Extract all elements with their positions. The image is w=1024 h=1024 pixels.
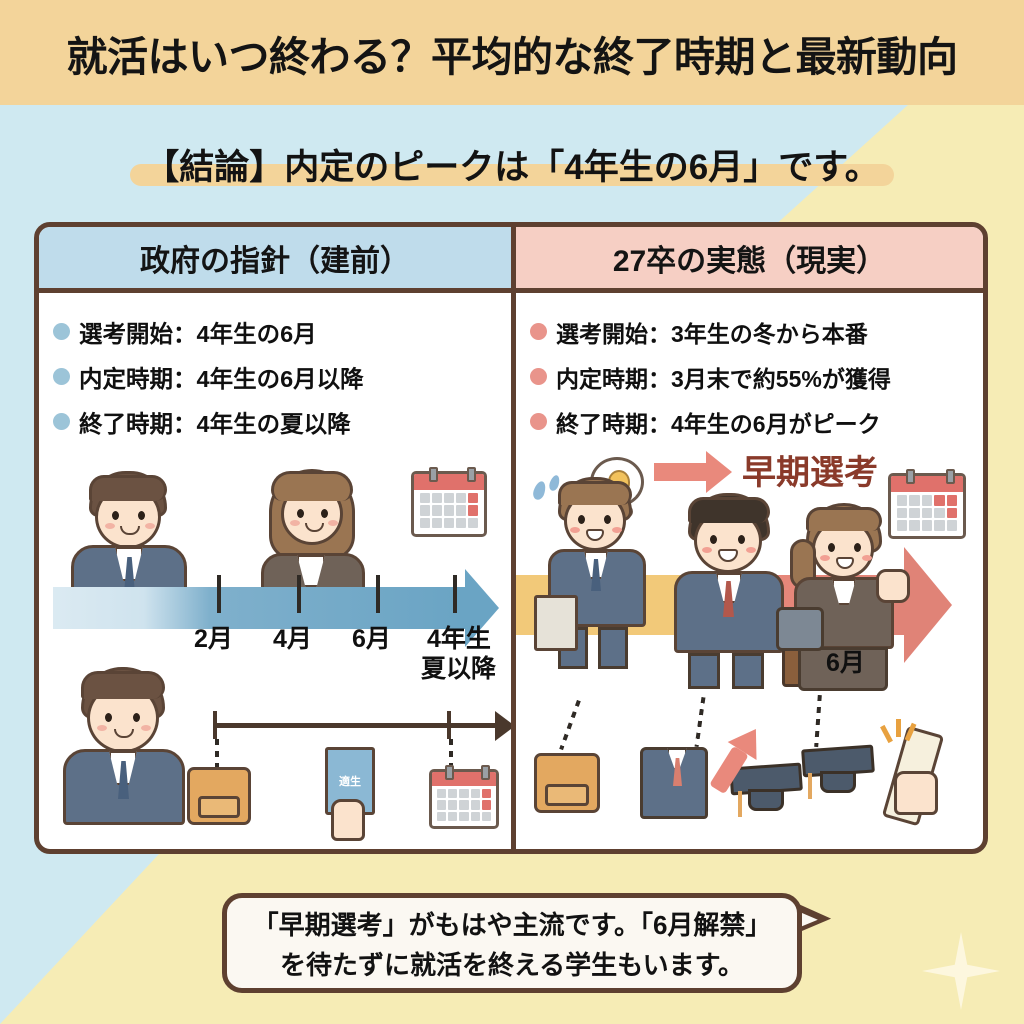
bullet-label: 内定時期：4年生の6月以降: [79, 365, 364, 392]
callout-arrow: [654, 463, 706, 481]
bullet-dot-icon: [530, 413, 547, 430]
panel-right-illustration: 早期選考: [516, 447, 983, 849]
subtitle: 【結論】内定のピークは「4年生の6月」です。: [0, 128, 1024, 200]
timeline-label-jun: 6月: [352, 625, 391, 653]
timeline-label-apr: 4月: [273, 625, 312, 653]
bullet-dot-icon: [53, 368, 70, 385]
list-item: 終了時期：4年生の夏以降: [53, 399, 511, 444]
panel-left-illustration: 2月 4月 6月 4年生 夏以降: [39, 447, 515, 849]
panel-left-bullets: 選考開始：4年生の6月 内定時期：4年生の6月以降 終了時期：4年生の夏以降: [39, 293, 511, 444]
panel-government-guideline: 政府の指針（建前） 選考開始：4年生の6月 内定時期：4年生の6月以降 終了時期…: [39, 227, 515, 849]
panel-right-header: 27卒の実態（現実）: [516, 227, 983, 293]
bullet-label: 選考開始：3年生の冬から本番: [556, 320, 868, 347]
bottom-timeline-line: [213, 723, 503, 728]
timeline-label-year4: 4年生: [427, 625, 491, 653]
person-student-left: [61, 665, 211, 825]
comparison-card: 政府の指針（建前） 選考開始：4年生の6月 内定時期：4年生の6月以降 終了時期…: [34, 222, 988, 854]
timeline-label-feb: 2月: [194, 625, 233, 653]
hand-icon: [894, 771, 938, 815]
booklet-label: 適生: [339, 776, 361, 788]
panel-left-header: 政府の指針（建前）: [39, 227, 511, 293]
subtitle-text: 【結論】内定のピークは「4年生の6月」です。: [144, 147, 880, 187]
bullet-dot-icon: [53, 413, 70, 430]
panel-right-title: 27卒の実態（現実）: [612, 244, 887, 278]
calendar-icon: [411, 471, 487, 537]
bullet-dot-icon: [530, 368, 547, 385]
panel-left-title: 政府の指針（建前）: [140, 244, 410, 278]
panel-right-bullets: 選考開始：3年生の冬から本番 内定時期：3月末で約55%が獲得 終了時期：4年生…: [516, 293, 983, 444]
bullet-label: 終了時期：4年生の夏以降: [79, 410, 351, 437]
list-item: 選考開始：3年生の冬から本番: [530, 309, 983, 354]
bullet-dot-icon: [530, 323, 547, 340]
school-backpack-icon: [187, 767, 251, 825]
timeline-arrow-left: [53, 587, 465, 629]
notebook-icon: [534, 595, 578, 651]
list-item: 選考開始：4年生の6月: [53, 309, 511, 354]
timeline-label-summer: 夏以降: [421, 655, 497, 683]
timeline-label-jun-right: 6月: [826, 649, 865, 677]
bullet-label: 終了時期：4年生の6月がピーク: [556, 410, 881, 437]
timeline-arrow-head: [904, 547, 952, 663]
school-backpack-icon: [534, 753, 600, 813]
panel-27sotsu-reality: 27卒の実態（現実） 選考開始：3年生の冬から本番 内定時期：3月末で約55%が…: [511, 227, 983, 849]
person-student-2: [670, 493, 800, 689]
list-item: 内定時期：4年生の6月以降: [53, 354, 511, 399]
list-item: 内定時期：3月末で約55%が獲得: [530, 354, 983, 399]
calendar-icon: [888, 473, 966, 539]
footer-speech-bubble: 「早期選考」がもはや主流です。「6月解禁」 を待たずに就活を終える学生もいます。: [222, 893, 802, 993]
suit-icon: [640, 747, 708, 819]
timeline-arrow-head: [465, 569, 499, 647]
bullet-label: 選考開始：4年生の6月: [79, 320, 317, 347]
person-student-3: [776, 503, 914, 693]
footer-line-2: を待たずに就活を終える学生もいます。: [279, 949, 745, 980]
bullet-dot-icon: [53, 323, 70, 340]
subtitle-highlight: [130, 163, 894, 186]
bullet-label: 内定時期：3月末で約55%が獲得: [556, 365, 891, 392]
callout-label: 早期選考: [742, 454, 878, 492]
page-title: 就活はいつ終わる？平均的な終了時期と最新動向: [66, 33, 959, 80]
title-band: [0, 0, 1024, 105]
hand-icon: [331, 799, 365, 841]
list-item: 終了時期：4年生の6月がピーク: [530, 399, 983, 444]
footer-line-1: 「早期選考」がもはや主流です。「6月解禁」: [252, 909, 772, 940]
